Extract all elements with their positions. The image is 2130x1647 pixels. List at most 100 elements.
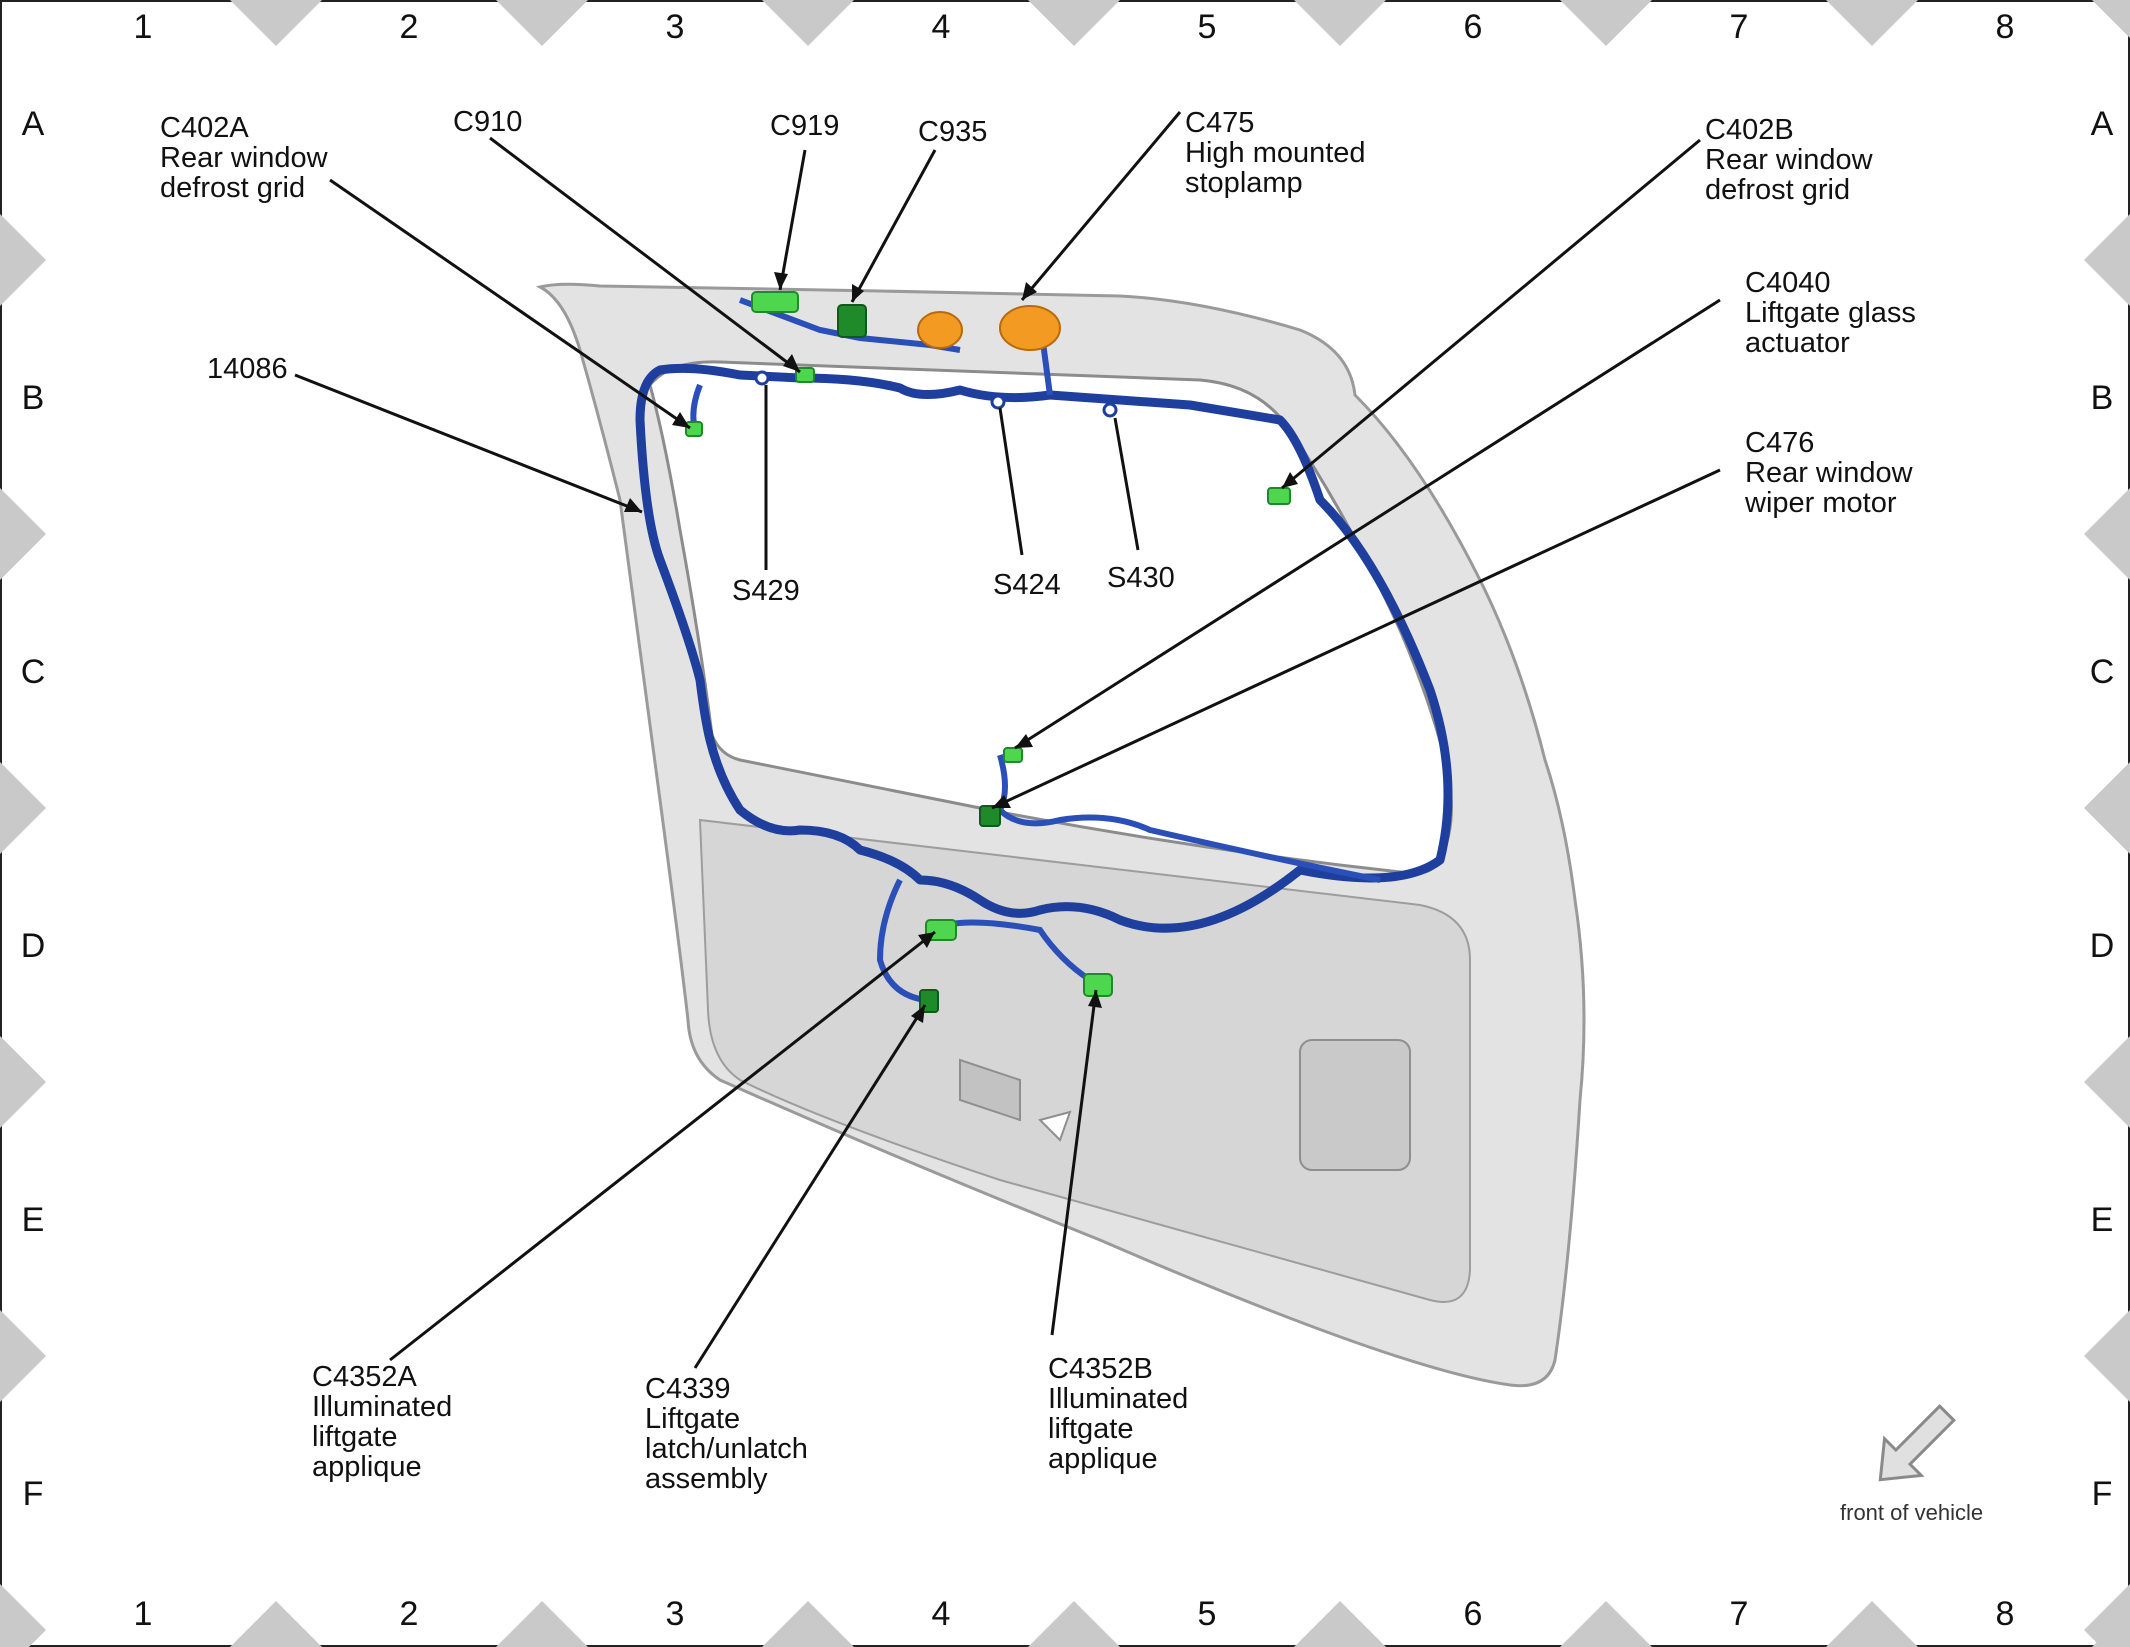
latch-pocket [959, 1058, 1021, 1122]
row-label-left: D [21, 927, 46, 965]
label-c402a: C402A Rear window defrost grid [160, 112, 336, 204]
splice-s424 [990, 394, 1006, 410]
connector-c4040 [1003, 747, 1023, 763]
label-c910: C910 [453, 106, 522, 138]
bottom-grid-marker [762, 1601, 854, 1647]
left-grid-marker [0, 214, 46, 306]
front-of-vehicle-label: front of vehicle [1840, 1500, 1983, 1525]
connector-c935 [837, 304, 867, 338]
leader-arrows [624, 272, 1298, 1023]
left-grid-marker [0, 1310, 46, 1402]
leader-c475 [1020, 111, 1182, 301]
top-grid-marker [1560, 0, 1652, 46]
leader-c935 [850, 149, 937, 303]
arrow-icon [1878, 1404, 1956, 1482]
leader-14086 [294, 373, 643, 514]
left-grid-marker [0, 1036, 46, 1128]
connector-c402b [1267, 487, 1291, 505]
column-label-top: 2 [400, 8, 419, 46]
left-grid-marker [0, 762, 46, 854]
column-label-bottom: 5 [1198, 1595, 1217, 1633]
bottom-grid-marker [1560, 1601, 1652, 1647]
harness-main [635, 363, 1453, 933]
splice-s430 [1102, 402, 1118, 418]
top-grid-marker [2092, 0, 2130, 38]
access-panel [1299, 1039, 1411, 1171]
leader-c919 [778, 149, 807, 291]
connector-c475-a [917, 311, 963, 349]
leader-lines [294, 111, 1721, 1369]
bottom-grid-marker [230, 1601, 322, 1647]
column-label-bottom: 8 [1996, 1595, 2015, 1633]
label-s429: S429 [732, 575, 800, 607]
leader-c402b [1281, 138, 1701, 490]
label-c4352b: C4352B Illuminated liftgate applique [1048, 1353, 1196, 1475]
arrowhead-c4352b [1088, 990, 1102, 1008]
row-label-right: A [2091, 105, 2114, 143]
left-grid-marker [0, 488, 46, 580]
liftgate-panel [535, 282, 1586, 1388]
column-label-top: 6 [1464, 8, 1483, 46]
arrowhead-c476 [992, 795, 1011, 808]
row-label-right: D [2090, 927, 2115, 965]
leader-c910 [489, 136, 801, 374]
connectors [685, 291, 1291, 1013]
row-label-left: C [21, 653, 46, 691]
leader-s424 [998, 407, 1024, 556]
connector-c402a [685, 421, 703, 437]
column-label-bottom: 3 [666, 1595, 685, 1633]
right-grid-marker [2084, 1584, 2130, 1647]
bottom-grid-marker [1028, 1601, 1120, 1647]
column-label-top: 5 [1198, 8, 1217, 46]
row-label-right: F [2092, 1475, 2113, 1513]
label-c402b: C402B Rear window defrost grid [1705, 114, 1881, 206]
bottom-grid-marker [1294, 1601, 1386, 1647]
bottom-grid-marker [1826, 1601, 1918, 1647]
column-label-bottom: 4 [932, 1595, 951, 1633]
column-label-top: 8 [1996, 8, 2015, 46]
column-label-bottom: 7 [1730, 1595, 1749, 1633]
leader-c4352b [1050, 989, 1098, 1336]
row-label-left: F [23, 1475, 44, 1513]
inner-panel [698, 818, 1471, 1303]
top-grid-marker [496, 0, 588, 46]
row-label-right: E [2091, 1201, 2114, 1239]
connector-c910 [795, 367, 815, 383]
connector-c476 [979, 805, 1001, 827]
right-grid-marker [2084, 762, 2130, 854]
label-c4339: C4339 Liftgate latch/unlatch assembly [645, 1373, 816, 1495]
connector-c919 [751, 291, 799, 313]
left-grid-marker [0, 1584, 46, 1647]
arrowhead-c4339 [911, 1005, 925, 1023]
leader-c476 [991, 468, 1721, 810]
label-c935: C935 [918, 116, 987, 148]
arrowhead-c935 [852, 284, 864, 302]
column-label-top: 4 [932, 8, 951, 46]
column-label-top: 3 [666, 8, 685, 46]
column-label-bottom: 2 [400, 1595, 419, 1633]
label-c4040: C4040 Liftgate glass actuator [1745, 267, 1924, 359]
top-grid-marker [230, 0, 322, 46]
arrowhead-c4040 [1015, 734, 1033, 748]
row-label-left: B [22, 379, 45, 417]
column-label-top: 7 [1730, 8, 1749, 46]
connector-c4352b [1083, 973, 1113, 997]
arrowhead-c402b [1282, 472, 1298, 488]
column-label-bottom: 1 [134, 1595, 153, 1633]
label-c919: C919 [770, 110, 839, 142]
bottom-grid-marker [496, 1601, 588, 1647]
latch-hole [1038, 1110, 1072, 1142]
label-c476: C476 Rear window wiper motor [1744, 427, 1921, 519]
connector-c475-b [999, 305, 1061, 351]
arrowhead-c4352a [918, 932, 935, 948]
column-label-bottom: 6 [1464, 1595, 1483, 1633]
arrowhead-c910 [783, 354, 800, 372]
label-c4352a: C4352A Illuminated liftgate applique [312, 1361, 460, 1483]
top-grid-marker [1826, 0, 1918, 46]
label-s424: S424 [993, 569, 1061, 601]
arrowhead-14086 [624, 498, 642, 512]
splice-s429 [754, 370, 770, 386]
row-label-left: A [22, 105, 45, 143]
